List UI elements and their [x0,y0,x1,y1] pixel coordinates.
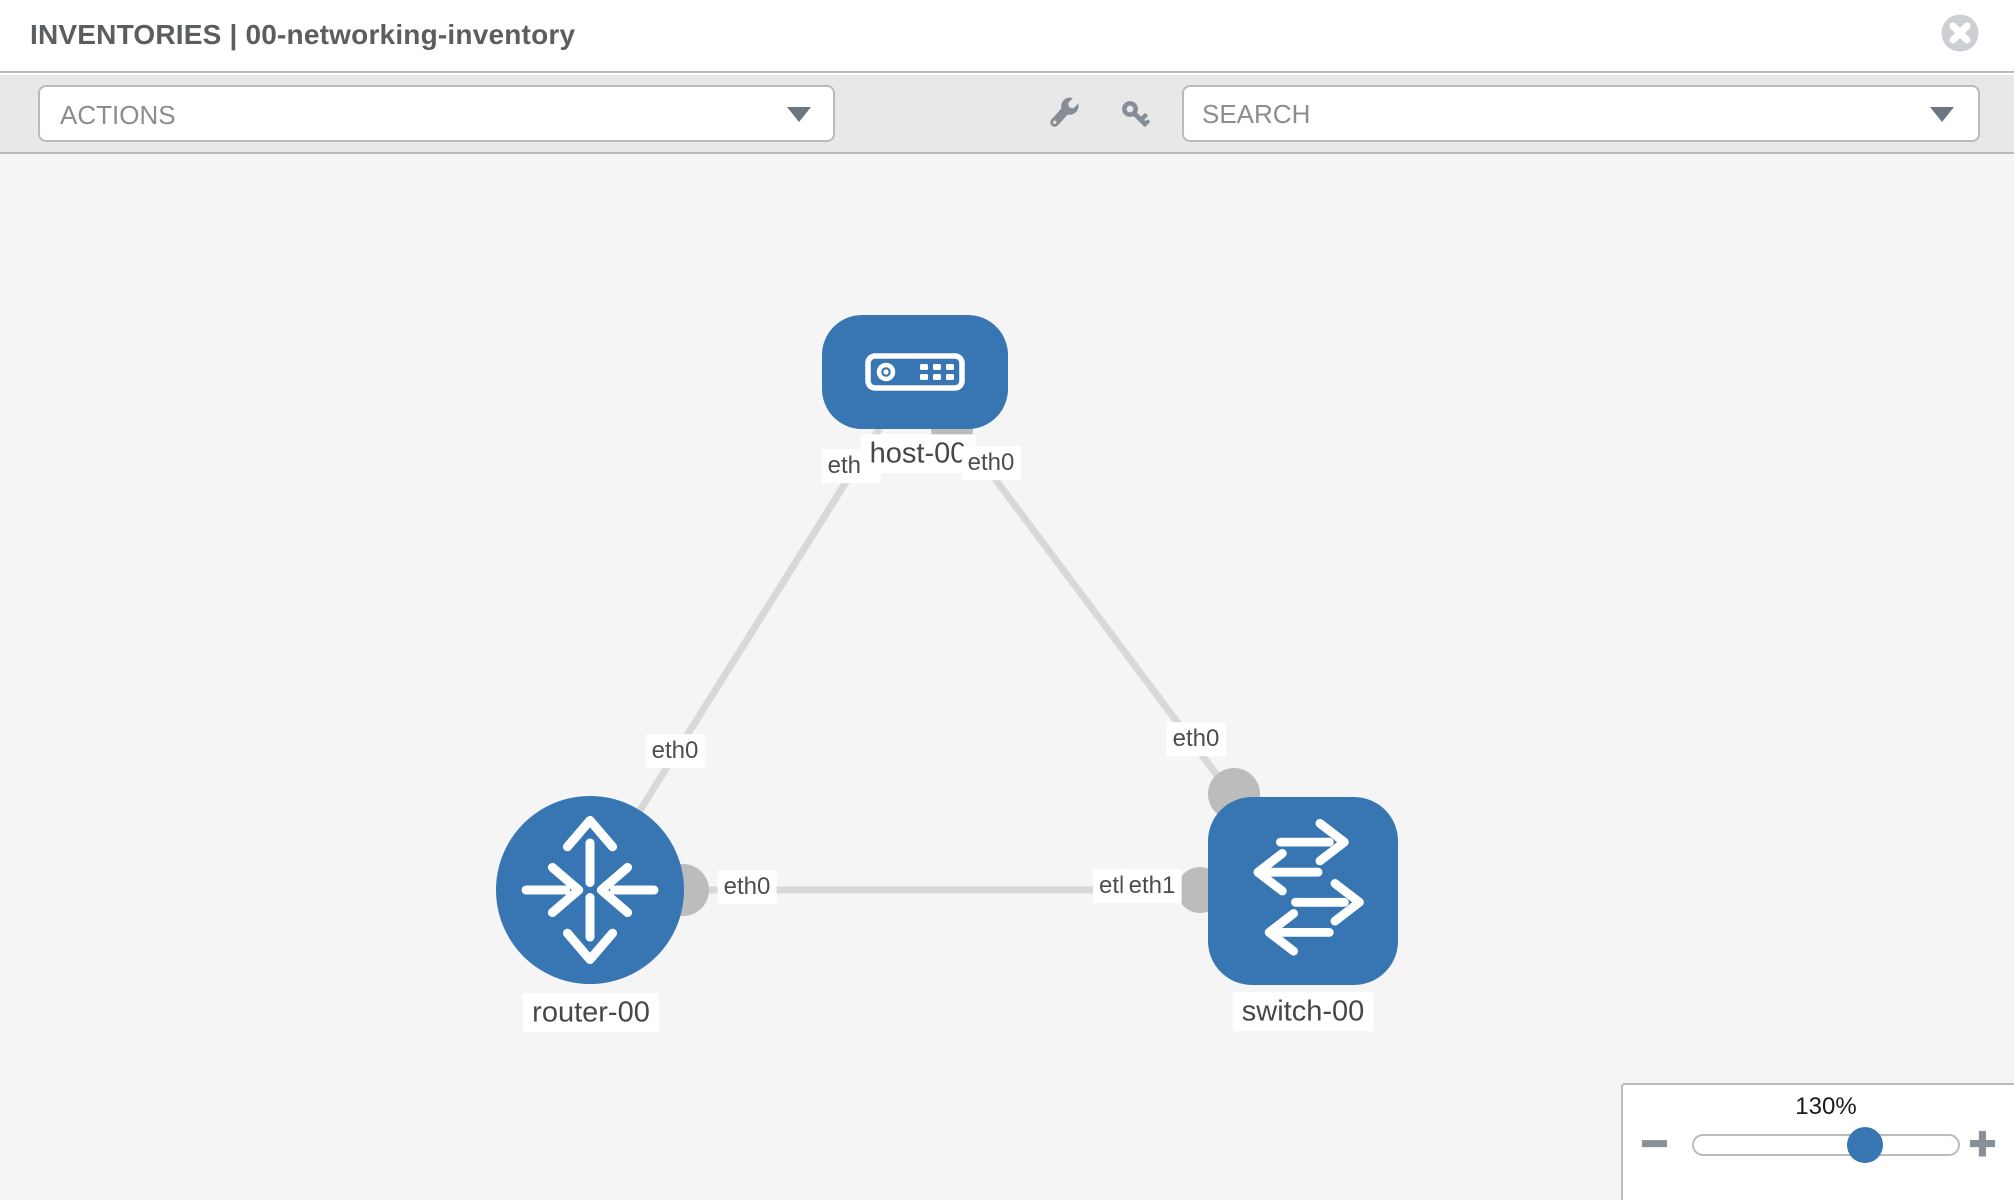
zoom-panel: 130% − + [1621,1083,2014,1200]
interface-label: eth0 [961,446,1021,480]
topology-links-layer [587,369,1306,916]
node-label-switch: switch-00 [1232,992,1374,1032]
close-icon [1941,14,1979,52]
actions-dropdown[interactable]: ACTIONS [38,85,835,142]
title-bar: INVENTORIES | 00-networking-inventory [0,0,2014,73]
zoom-level-label: 130% [1795,1093,1857,1120]
interface-label: eth0 [1166,722,1226,756]
search-input[interactable] [1202,93,1902,135]
key-icon [1122,100,1150,127]
node-host-00[interactable] [822,315,1008,429]
chevron-down-icon [1930,107,1954,122]
zoom-out-button[interactable]: − [1640,1117,1669,1169]
router-icon [521,815,659,965]
search-dropdown[interactable] [1182,85,1980,142]
interface-label: eth1 [1122,869,1182,903]
node-label-router: router-00 [523,993,659,1033]
node-router-00[interactable] [496,796,684,984]
configure-button[interactable] [1046,96,1086,136]
zoom-in-button[interactable]: + [1968,1117,1997,1169]
wrench-icon [1050,97,1079,127]
page-title: INVENTORIES | 00-networking-inventory [30,19,576,50]
zoom-slider-handle[interactable] [1847,1127,1883,1163]
switch-icon [1253,818,1364,956]
host-icon [865,353,965,391]
topology-canvas[interactable]: eth0 host-00 eth0 eth0 eth0 eth0 eth0 et… [0,154,2014,1200]
zoom-slider-track[interactable] [1692,1134,1960,1156]
chevron-down-icon [787,107,811,122]
credentials-button[interactable] [1116,96,1156,136]
close-button[interactable] [1941,14,1979,52]
actions-label: ACTIONS [60,100,176,130]
interface-label: eth0 [645,734,705,768]
node-switch-00[interactable] [1208,797,1398,985]
node-label-host: host-00 [860,434,976,474]
toolbar: ACTIONS [0,75,2014,154]
interface-label: eth0 [717,870,777,904]
